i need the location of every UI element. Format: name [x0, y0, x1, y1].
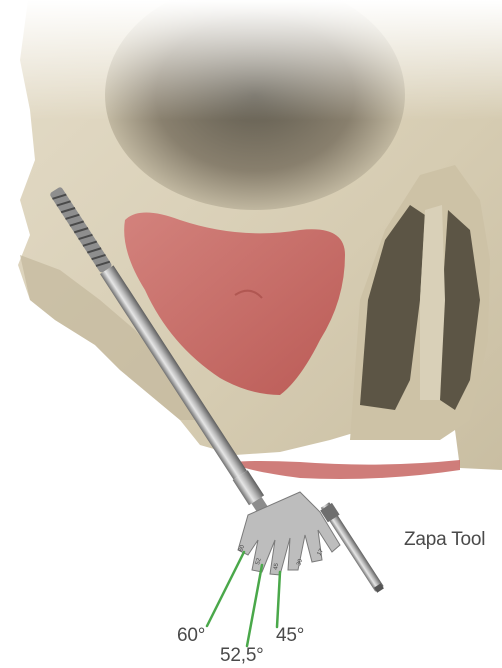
angle-60-label: 60° [177, 625, 205, 647]
tool-name-label: Zapa Tool [404, 529, 485, 551]
angle-45-label: 45° [276, 625, 304, 647]
angle-52-5-label: 52,5° [220, 645, 264, 667]
